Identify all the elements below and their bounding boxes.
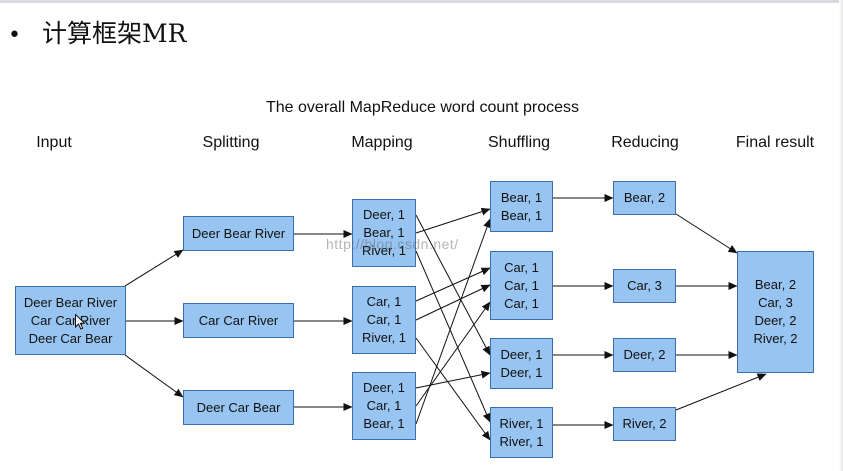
final-pair: Deer, 2 xyxy=(754,313,797,328)
stage-label-splitting: Splitting xyxy=(202,134,260,151)
map-pair: Car, 1 xyxy=(366,398,402,413)
slide-title-text: 计算框架MR xyxy=(42,19,187,48)
arrow-input-split-1 xyxy=(124,249,184,287)
reduce-box: Car, 3 xyxy=(613,269,676,303)
slide-top-rule xyxy=(0,0,843,3)
final-result-box: Bear, 2 Car, 3 Deer, 2 River, 2 xyxy=(737,251,814,373)
stage-label-input: Input xyxy=(36,134,72,151)
reduce-pair: River, 2 xyxy=(622,416,667,431)
reduce-box: River, 2 xyxy=(613,407,676,441)
shuffle-box: Car, 1 Car, 1 Car, 1 xyxy=(490,251,553,320)
input-line: Deer Car Bear xyxy=(28,330,113,346)
input-line: Car Car River xyxy=(30,312,111,328)
watermark-text: http://blog.csdn.net/ xyxy=(326,236,459,252)
arrow-river2-to-river xyxy=(415,337,491,441)
split-box: Car Car River xyxy=(183,303,294,338)
split-box: Deer Car Bear xyxy=(183,390,294,425)
shuffle-pair: Car, 1 xyxy=(504,259,539,275)
shuffle-pair: Car, 1 xyxy=(504,295,539,311)
shuffle-pair: Deer, 1 xyxy=(500,346,543,362)
arrow-river1-to-river xyxy=(415,250,491,423)
arrow-input-split-3 xyxy=(124,354,184,398)
map-pair: Deer, 1 xyxy=(363,380,405,395)
split-box: Deer Bear River xyxy=(183,216,294,251)
shuffle-pair: Car, 1 xyxy=(504,277,539,293)
stage-label-shuffling: Shuffling xyxy=(488,134,550,151)
final-pair: River, 2 xyxy=(753,331,798,346)
arrow-reduce-final-bear xyxy=(675,213,738,254)
reduce-pair: Deer, 2 xyxy=(623,347,666,362)
shuffle-pair: Deer, 1 xyxy=(500,364,543,380)
arrow-bear1-to-bear xyxy=(415,207,491,234)
shuffle-pair: River, 1 xyxy=(499,433,544,449)
stage-label-mapping: Mapping xyxy=(351,134,413,151)
shuffle-pair: Bear, 1 xyxy=(500,207,543,223)
final-pair: Car, 3 xyxy=(758,295,793,310)
split-text: Deer Car Bear xyxy=(196,399,281,415)
shuffle-pair: Bear, 1 xyxy=(500,189,543,205)
stage-label-reducing: Reducing xyxy=(611,134,679,151)
map-pair: River, 1 xyxy=(361,243,407,258)
split-text: Deer Bear River xyxy=(191,225,286,241)
map-pair: Deer, 1 xyxy=(363,207,405,222)
reduce-box: Bear, 2 xyxy=(613,181,676,215)
bullet-icon: • xyxy=(8,23,21,48)
map-pair: Bear, 1 xyxy=(363,416,405,431)
arrow-bear3-to-bear xyxy=(415,218,491,425)
reduce-pair: Bear, 2 xyxy=(623,190,666,205)
split-text: Car Car River xyxy=(198,312,279,328)
reduce-pair: Car, 3 xyxy=(627,278,662,293)
slide-edge-shadow xyxy=(839,0,843,471)
map-pair: Car, 1 xyxy=(366,294,402,309)
input-box: Deer Bear River Car Car River Deer Car B… xyxy=(15,286,126,355)
shuffle-box: Deer, 1 Deer, 1 xyxy=(490,338,553,389)
shuffle-pair: River, 1 xyxy=(499,415,544,431)
arrow-deer3-to-deer xyxy=(415,370,491,389)
final-pair: Bear, 2 xyxy=(754,277,797,292)
shuffle-box: River, 1 River, 1 xyxy=(490,407,553,458)
reduce-box: Deer, 2 xyxy=(613,338,676,372)
arrow-car2b-to-car xyxy=(415,284,491,321)
map-box: Car, 1 Car, 1 River, 1 xyxy=(352,286,416,354)
arrow-car2a-to-car xyxy=(415,267,491,302)
map-pair: River, 1 xyxy=(361,330,407,345)
slide-title: • 计算框架MR xyxy=(8,14,186,50)
diagram-title: The overall MapReduce word count process xyxy=(266,99,580,116)
shuffle-box: Bear, 1 Bear, 1 xyxy=(490,181,553,232)
map-pair: Bear, 1 xyxy=(363,225,405,240)
arrow-reduce-final-river xyxy=(675,373,767,411)
map-box: Deer, 1 Car, 1 Bear, 1 xyxy=(352,372,416,440)
input-line: Deer Bear River xyxy=(23,294,118,310)
map-box: Deer, 1 Bear, 1 River, 1 xyxy=(352,199,416,267)
stage-label-final-result: Final result xyxy=(735,134,815,151)
mouse-cursor-icon xyxy=(75,314,85,330)
map-pair: Car, 1 xyxy=(366,312,402,327)
